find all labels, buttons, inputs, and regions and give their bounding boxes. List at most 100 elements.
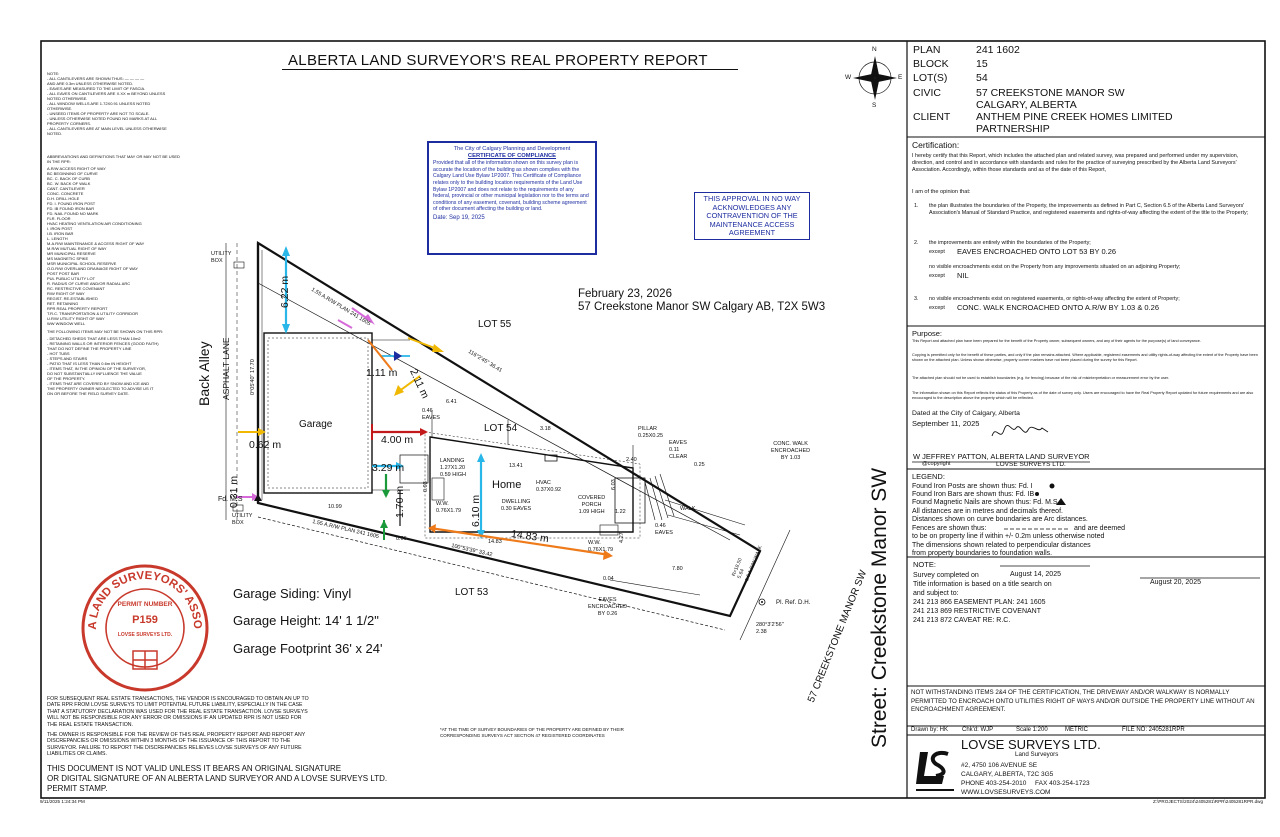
found-markers [232,261,766,606]
lovse-logo-icon [916,751,954,791]
excluded-item: - RETAINING WALLS OR INTERIOR FENCES (GO… [47,341,159,346]
utility-box-top: UTILITY BOX [211,251,232,264]
purpose-p1: This Report and attached plan have been … [912,339,1201,343]
lot-55-label: LOT 55 [478,319,512,330]
instrument-2: 241 213 869 RESTRICTIVE COVENANT [913,608,1041,615]
exception-3: CONC. WALK ENCROACHED ONTO A.R/W BY 1.03… [957,303,1159,312]
excluded-item: THE PROPERTY OWNER NEGLECTED TO ADVISE U… [47,386,154,391]
scale: Scale 1:200 [1016,727,1048,733]
abbreviation-item: BC. W. BACK OF WALK [47,181,91,186]
report-title-underline [282,69,738,70]
dim-0-62: 0.62 m [249,439,282,451]
instrument-1: 241 213 866 EASEMENT PLAN: 241 1605 [913,599,1046,606]
abbreviation-item: M.A.R/W MAINTENANCE & ACCESS RIGHT OF WA… [47,241,145,246]
fd-ms-label: Fd. M.S [218,496,243,503]
company-address: #2, 4750 106 AVENUE SE [961,762,1038,769]
excluded-item: - ITEMS THAT ARE COVERED BY SNOW AND ICE… [47,381,150,386]
abbreviation-item: MSR MUNICIPAL SCHOOL RESERVE [47,261,117,266]
note-line: NOTED OTHERWISE. [47,96,88,101]
dim-1-70: 1.70 m [394,485,406,518]
block-number: 15 [976,58,988,70]
abbreviation-item: PUL PUBLIC UTILITY LOT [47,276,96,281]
legend-symbols [1004,483,1070,530]
dim-6-22: 6.22 m [279,275,291,308]
north-arrow-icon [853,56,897,100]
stamp-permit-label: PERMIT NUMBER [117,601,173,608]
back-alley-label: Back Alley [196,341,212,406]
survey-date: August 14, 2025 [1010,571,1061,578]
abbreviation-item: REGIST. RE-ESTABLISHED [47,296,98,301]
checked-by: Chk'd: WJP [962,727,994,733]
certification-title: Certification: [912,140,960,150]
annotation-date: February 23, 2026 [578,288,672,300]
abbrev-title: ABBREVIATIONS AND DEFINITIONS THAT MAY O… [47,154,180,164]
dated-at: Dated at the City of Calgary, Alberta [912,410,1020,417]
pillar-label: PILLAR 0.25X0.25 [638,426,664,439]
abbreviation-item: D.H. DRILL HOLE [47,196,80,201]
note-line: NOTED. [47,131,63,136]
legend-iron-posts: Found Iron Posts are shown thus: Fd. I [912,483,1033,490]
garage-height: Garage Height: 14' 1 1/2" [233,613,379,628]
utility-box-bottom: UTILITY BOX [232,513,253,526]
drawing-file-path: Z:\PROJECTS\2024\2405281\RPR\2405281RPR.… [1153,799,1264,804]
permit-stamp: ALBERTA LAND SURVEYORS' ASSOCIATION PERM… [76,554,210,693]
purpose-p3: The attached plan should not be used to … [912,376,1170,380]
company-website: WWW.LOVSESURVEYS.COM [961,789,1051,796]
copyright-firm: LOVSE SURVEYS LTD. [996,461,1066,468]
excluded-item: - ITEMS THAT, IN THE OPINION OF THE SURV… [47,366,146,371]
purpose-p2: Copying is permitted only for the benefi… [912,353,1258,362]
abbreviation-item: FLR. FLOOR [47,216,71,221]
abbreviation-item: O.D.R/W OVERLAND DRAINAGE RIGHT OF WAY [47,266,139,271]
abbreviation-item: RPR REAL PROPERTY REPORT [47,306,108,311]
eaves-encroached-label: EAVES ENCROACHED BY 0.26 [588,597,628,617]
validity-notice-1: THIS DOCUMENT IS NOT VALID UNLESS IT BEA… [47,764,342,773]
conc-walk-label: CONC. WALK ENCROACHED BY 1.03 [771,441,811,461]
lot-53-label: LOT 53 [455,587,489,598]
compass-e: E [898,74,903,81]
notes-block: NOTE: - ALL CANTILEVERS ARE SHOWN THUS: … [47,71,182,136]
exception-2: NIL [957,271,969,280]
note-line: - ALL CANTILEVERS ARE SHOWN THUS: — — — … [47,76,145,81]
notes-title: NOTE: [47,71,60,76]
plan-number: 241 1602 [976,44,1020,56]
dimension-lines [431,410,701,596]
abbreviation-item: CONC. CONCRETE [47,191,84,196]
abbreviations-block: ABBREVIATIONS AND DEFINITIONS THAT MAY O… [47,154,182,326]
abbreviation-item: RC. RESTRICTIVE COVENANT [47,286,105,291]
window-well-bottom: W.W. 0.76X1.79 [588,540,614,553]
notes-lines: - ALL CANTILEVERS ARE SHOWN THUS: — — — … [47,76,182,136]
certificate-of-compliance: The City of Calgary Planning and Develop… [427,141,597,255]
certification-item-3: no visible encroachments exist on the Pr… [929,264,1181,270]
abbreviation-item: BC BEGINNING OF CURVE [47,171,98,176]
purpose-p4: The information shown on this Report ref… [912,391,1254,400]
eaves-046-top: 0.46 EAVES [422,408,440,421]
garage-label: Garage [299,419,333,430]
excluded-item: - PATIO THAT IS LESS THAN 0.6m IN HEIGHT [47,361,132,366]
window-well-top: W.W. 0.76X1.79 [436,501,462,514]
excluded-item: - DETACHED SHEDS THAT ARE LESS THAN 10m2 [47,336,141,341]
abbreviation-item: FD. NAIL FOUND NO MARK [47,211,99,216]
lot-number: 54 [976,72,988,84]
validity-notice-3: PERMIT STAMP. [47,784,108,793]
excluded-item: - HOT TUBS [47,351,70,356]
disclaimer-owner: THE OWNER IS RESPONSIBLE FOR THE REVIEW … [47,732,306,758]
certification-item-2: the improvements are entirely within the… [929,240,1091,246]
bearing-east: 280°3'2'56" 2.38 [756,622,784,635]
abbreviation-item: A.R/W ACCESS RIGHT OF WAY [47,166,106,171]
eaves-clear-label: EAVES 0.11 CLEAR [669,440,688,460]
purpose-title: Purpose: [912,329,943,338]
abbreviation-item: I. IRON POST [47,226,73,231]
compass-n: N [872,46,877,53]
home-label: Home [492,479,522,491]
abbreviation-item: CANT. CANTILEVER [47,186,85,191]
company-name: LOVSE SURVEYS LTD. [961,737,1101,752]
legend-iron-bars: Found Iron Bars are shown thus: Fd. IB [912,491,1035,498]
title-search-date: August 20, 2025 [1150,579,1201,586]
compass-s: S [872,102,877,109]
note-line: - UNLESS OTHERWISE NOTED FOUND NO MARKS … [47,116,158,121]
legend-title: LEGEND: [912,472,945,481]
excluded-item: DO NOT SUBSTANTIALLY INFLUENCE THE VALUE [47,371,142,376]
note-line: AND ARE 0.3m UNLESS OTHERWISE NOTED. [47,81,134,86]
